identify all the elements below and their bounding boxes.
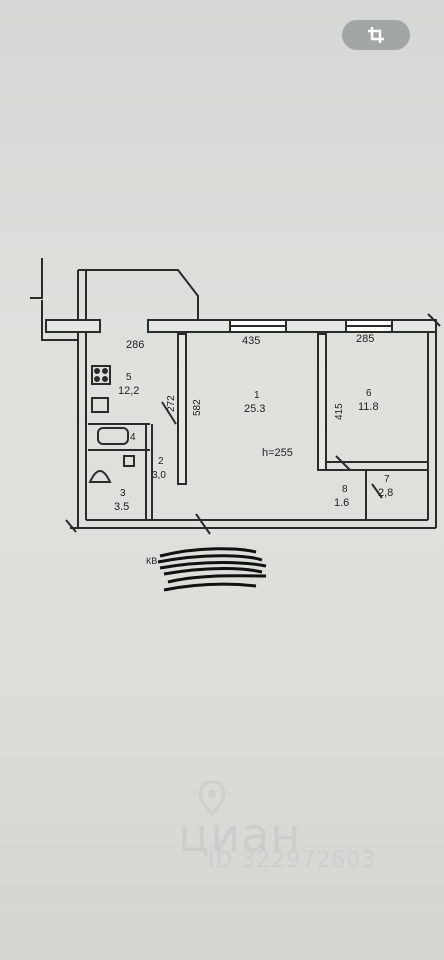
room-3-number: 3	[120, 488, 126, 499]
crop-icon	[368, 27, 384, 43]
redaction-scribble	[157, 547, 267, 592]
room-2-area: 3,0	[152, 470, 166, 481]
room-2-number: 2	[158, 456, 164, 467]
room-3-area: 3.5	[114, 501, 129, 513]
dim-415: 415	[334, 403, 345, 420]
watermark-brand: циан	[178, 808, 302, 862]
room-1-number: 1	[254, 390, 260, 401]
room-1-area: 25.3	[244, 403, 265, 415]
dim-582: 582	[192, 399, 203, 416]
dim-286: 286	[126, 339, 144, 351]
room-7-area: 2,8	[378, 487, 393, 499]
dim-285: 285	[356, 333, 374, 345]
room-8-area: 1.6	[334, 497, 349, 509]
room-6-area: 11.8	[358, 401, 379, 413]
room-5-area: 12,2	[118, 385, 139, 397]
crop-button[interactable]	[342, 20, 410, 50]
dim-435: 435	[242, 335, 260, 347]
redacted-label-prefix: КВ	[146, 556, 157, 566]
room-8-number: 8	[342, 484, 348, 495]
location-pin-icon	[198, 780, 226, 816]
ceiling-height: h=255	[262, 447, 293, 459]
watermark-id: ID 322972603	[208, 848, 377, 873]
walls	[30, 258, 441, 535]
watermark: циан ID 322972603	[170, 780, 430, 890]
room-4-number: 4	[130, 432, 136, 443]
dim-272: 272	[166, 395, 177, 412]
room-6-number: 6	[366, 388, 372, 399]
room-7-number: 7	[384, 474, 390, 485]
room-5-number: 5	[126, 372, 132, 383]
